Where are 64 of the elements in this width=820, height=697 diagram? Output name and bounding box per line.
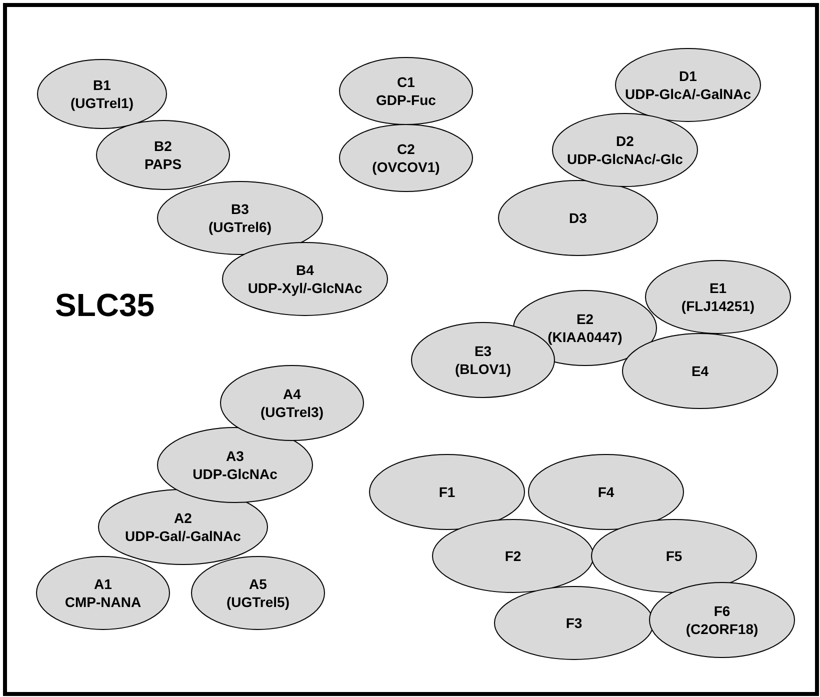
node-label: A4 xyxy=(283,385,301,403)
oval-node xyxy=(191,556,325,630)
diagram-title: SLC35 xyxy=(55,287,155,324)
oval-node xyxy=(369,454,525,530)
node-label: (BLOV1) xyxy=(455,360,511,378)
node-label: UDP-GlcA/-GalNAc xyxy=(624,85,752,103)
oval-node xyxy=(498,180,658,256)
node-label: GDP-Fuc xyxy=(376,91,436,109)
node-label: A2 xyxy=(174,509,192,527)
node-label: B1 xyxy=(93,76,111,94)
node-label: B4 xyxy=(296,261,314,279)
node-label: F5 xyxy=(666,547,682,565)
oval-node xyxy=(36,556,170,630)
node-label: (KIAA0447) xyxy=(548,328,622,346)
node-label: CMP-NANA xyxy=(64,593,142,611)
oval-node xyxy=(98,489,268,565)
node-label: (UGTrel1) xyxy=(70,94,134,112)
node-label: (OVCOV1) xyxy=(372,158,440,176)
node-label: PAPS xyxy=(144,155,182,173)
oval-node xyxy=(528,454,684,530)
node-label: C1 xyxy=(397,73,415,91)
oval-node xyxy=(552,113,698,187)
oval-node xyxy=(622,333,778,409)
oval-node xyxy=(615,48,761,122)
node-label: (UGTrel5) xyxy=(226,593,290,611)
node-label: UDP-Xyl/-GlcNAc xyxy=(248,279,362,297)
node-label: (UGTrel6) xyxy=(208,218,272,236)
oval-node xyxy=(432,519,594,593)
node-label: E4 xyxy=(691,362,709,380)
oval-node xyxy=(222,242,388,316)
oval-node xyxy=(157,427,313,503)
node-label: C2 xyxy=(397,140,415,158)
node-label: UDP-GlcNAc/-Glc xyxy=(567,150,683,168)
node-label: E1 xyxy=(709,279,727,297)
oval-node xyxy=(339,57,473,125)
node-label: F1 xyxy=(438,483,456,501)
node-label: A1 xyxy=(94,575,112,593)
node-label: (FLJ14251) xyxy=(681,297,755,315)
oval-node xyxy=(649,582,795,658)
node-label: D2 xyxy=(616,132,634,150)
node-label: (UGTrel3) xyxy=(260,403,324,421)
oval-node xyxy=(494,586,654,660)
oval-node xyxy=(339,124,473,192)
oval-node xyxy=(591,519,757,593)
oval-node xyxy=(220,365,364,441)
node-label: F6 xyxy=(714,602,730,620)
node-label: F3 xyxy=(566,614,582,632)
node-label: E2 xyxy=(576,310,594,328)
node-label: F2 xyxy=(504,547,522,565)
oval-node xyxy=(645,260,791,334)
node-label: D1 xyxy=(679,67,697,85)
oval-node xyxy=(96,120,230,190)
node-label: A5 xyxy=(249,575,267,593)
node-label: D3 xyxy=(569,209,587,227)
node-label: F4 xyxy=(598,483,614,501)
node-label: E3 xyxy=(474,342,492,360)
node-label: B2 xyxy=(154,137,172,155)
node-label: UDP-GlcNAc xyxy=(192,465,278,483)
node-label: B3 xyxy=(231,200,249,218)
oval-node xyxy=(37,59,167,129)
node-label: A3 xyxy=(226,447,244,465)
oval-node xyxy=(157,181,323,255)
node-label: (C2ORF18) xyxy=(686,620,758,638)
node-label: UDP-Gal/-GalNAc xyxy=(125,527,241,545)
